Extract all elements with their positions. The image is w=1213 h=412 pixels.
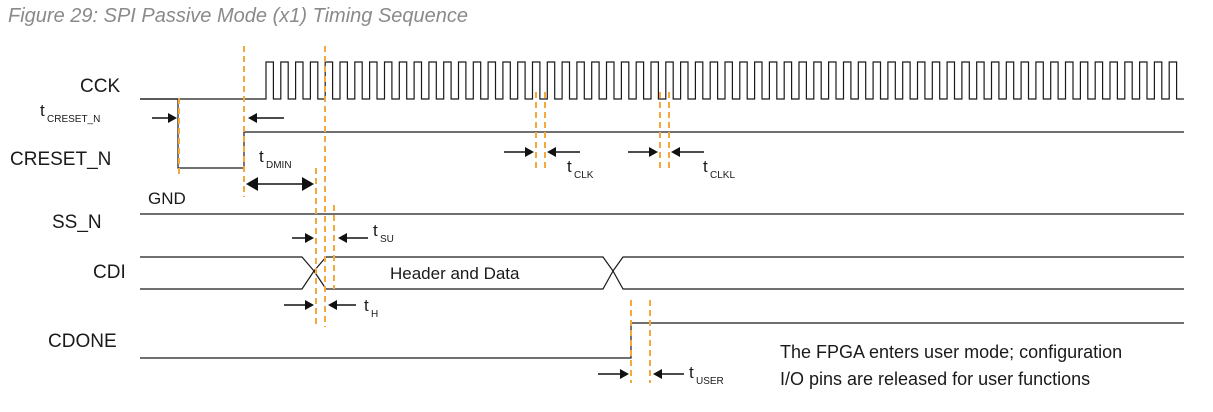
- t-creset-n-sub: CRESET_N: [47, 114, 100, 125]
- t-clk-sub: CLK: [574, 170, 594, 181]
- signal-label-cdi: CDI: [93, 262, 126, 283]
- timing-h: t H: [284, 296, 378, 320]
- t-user-sub: USER: [696, 376, 724, 387]
- timing-clkl: t CLKL: [628, 147, 735, 181]
- cck-waveform: [140, 61, 1184, 100]
- signal-label-cdone: CDONE: [48, 331, 117, 352]
- t-clkl-label: t: [703, 157, 708, 176]
- t-dmin-sub: DMIN: [266, 160, 292, 171]
- t-clk-label: t: [567, 157, 572, 176]
- ss-n-level-label: GND: [148, 189, 186, 208]
- t-user-label: t: [689, 363, 694, 382]
- cdi-bus-bottom: [140, 269, 1184, 290]
- creset-n-waveform: [140, 98, 1184, 169]
- timing-su: t SU: [292, 221, 394, 245]
- signal-label-creset-n: CRESET_N: [10, 149, 111, 170]
- timing-creset-n: t CRESET_N: [40, 101, 284, 125]
- signal-label-ss-n: SS_N: [52, 212, 102, 233]
- timing-user: t USER: [598, 363, 724, 387]
- t-dmin-label: t: [259, 147, 264, 166]
- figure-title: Figure 29: SPI Passive Mode (x1) Timing …: [8, 5, 468, 27]
- cdi-bus-top: [140, 256, 1184, 273]
- note-line-2: I/O pins are released for user functions: [780, 369, 1090, 389]
- t-clkl-sub: CLKL: [710, 170, 735, 181]
- signal-label-cck: CCK: [80, 76, 120, 97]
- timing-dmin: t DMIN: [246, 147, 314, 191]
- t-creset-n-label: t: [40, 101, 45, 120]
- t-su-label: t: [373, 221, 378, 240]
- timing-clk: t CLK: [504, 147, 594, 181]
- note-line-1: The FPGA enters user mode; configuration: [780, 342, 1122, 362]
- t-su-sub: SU: [380, 234, 394, 245]
- cdi-bus-label: Header and Data: [390, 264, 520, 283]
- t-h-sub: H: [371, 309, 378, 320]
- t-h-label: t: [364, 296, 369, 315]
